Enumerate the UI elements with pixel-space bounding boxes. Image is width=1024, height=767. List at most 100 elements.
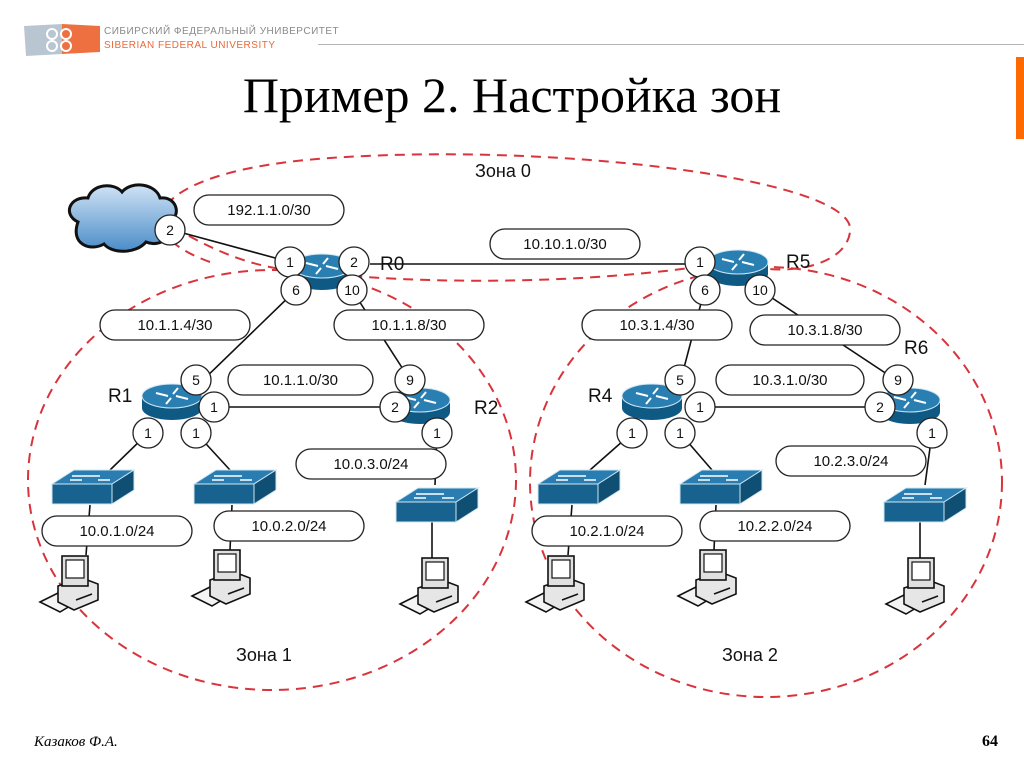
port-r2-2: 2: [379, 391, 411, 423]
zone-0-label: Зона 0: [475, 161, 531, 181]
zone-2-label: Зона 2: [722, 645, 778, 665]
pc-icon[interactable]: [399, 557, 459, 615]
port-circle: [379, 391, 411, 423]
port-circle: [744, 274, 776, 306]
port-circle: [132, 417, 164, 449]
port-number: 10: [752, 282, 768, 298]
network-label-net-r1-lan1: 10.0.1.0/24: [41, 515, 193, 547]
port-number: 1: [433, 425, 441, 441]
switch-icon[interactable]: [193, 469, 277, 505]
header-divider: [318, 44, 1024, 45]
port-number: 1: [696, 254, 704, 270]
network-label-net-r0-r2: 10.1.1.8/30: [333, 309, 485, 341]
switch-icon[interactable]: [395, 487, 479, 523]
port-number: 1: [696, 399, 704, 415]
port-r4-1: 1: [684, 391, 716, 423]
port-r2-1: 1: [421, 417, 453, 449]
network-label-net-r4-r6: 10.3.1.0/30: [715, 364, 865, 396]
port-circle: [280, 274, 312, 306]
switch-icon[interactable]: [679, 469, 763, 505]
network-label-text: 10.1.1.8/30: [371, 317, 446, 334]
port-number: 2: [391, 399, 399, 415]
port-number: 10: [344, 282, 360, 298]
router-r4-label: R4: [588, 386, 613, 407]
network-label-text: 10.3.1.0/30: [752, 372, 827, 389]
university-name-ru: СИБИРСКИЙ ФЕДЕРАЛЬНЫЙ УНИВЕРСИТЕТ: [104, 26, 340, 37]
port-number: 5: [676, 372, 684, 388]
switch-icon[interactable]: [883, 487, 967, 523]
network-label-net-r4-lan2: 10.2.2.0/24: [699, 510, 851, 542]
port-r6-9: 9: [882, 364, 914, 396]
router-r1-label: R1: [108, 386, 132, 407]
port-r6-1: 1: [916, 417, 948, 449]
port-circle: [664, 364, 696, 396]
zone-1-boundary: [27, 269, 517, 691]
network-label-pill: [489, 228, 641, 260]
network-label-text: 10.3.1.4/30: [619, 317, 694, 334]
network-label-text: 10.0.2.0/24: [251, 518, 326, 535]
network-label-pill: [295, 448, 447, 480]
pc-icon[interactable]: [39, 555, 99, 613]
port-r4-1: 1: [616, 417, 648, 449]
port-number: 2: [876, 399, 884, 415]
university-logo: [22, 22, 102, 58]
port-number: 1: [676, 425, 684, 441]
network-label-pill: [715, 364, 865, 396]
port-circle: [882, 364, 914, 396]
port-number: 1: [192, 425, 200, 441]
port-number: 1: [144, 425, 152, 441]
port-circle: [336, 274, 368, 306]
pc-icon[interactable]: [885, 557, 945, 615]
network-label-net-internet: 192.1.1.0/30: [193, 194, 345, 226]
network-label-text: 10.3.1.8/30: [787, 322, 862, 339]
page-number: 64: [982, 733, 998, 750]
port-circle: [180, 364, 212, 396]
port-number: 1: [286, 254, 294, 270]
router-r5-label: R5: [786, 252, 810, 273]
port-r5-6: 6: [689, 274, 721, 306]
network-label-text: 10.0.3.0/24: [333, 456, 408, 473]
network-label-pill: [41, 515, 193, 547]
network-label-text: 10.2.3.0/24: [813, 453, 888, 470]
port-r5-10: 10: [744, 274, 776, 306]
network-label-pill: [581, 309, 733, 341]
network-label-text: 192.1.1.0/30: [227, 202, 310, 219]
network-label-net-r6-lan: 10.2.3.0/24: [775, 445, 927, 477]
port-circle: [916, 417, 948, 449]
port-number: 1: [210, 399, 218, 415]
port-number: 1: [628, 425, 636, 441]
network-label-net-r5-r4: 10.3.1.4/30: [581, 309, 733, 341]
port-circle: [394, 364, 426, 396]
pc-icon[interactable]: [525, 555, 585, 613]
zone-1-label: Зона 1: [236, 645, 292, 665]
port-number: 6: [292, 282, 300, 298]
router-r2-label: R2: [474, 398, 498, 419]
port-r1-5: 5: [180, 364, 212, 396]
network-label-net-r1-r2: 10.1.1.0/30: [227, 364, 374, 396]
port-r1-1: 1: [198, 391, 230, 423]
port-r1-1: 1: [132, 417, 164, 449]
pc-icon[interactable]: [677, 549, 737, 607]
port-r0-2: 2: [338, 246, 370, 278]
router-r6-label: R6: [904, 338, 928, 359]
network-label-net-r4-lan1: 10.2.1.0/24: [531, 515, 683, 547]
port-circle: [689, 274, 721, 306]
network-label-pill: [99, 309, 251, 341]
switch-icon[interactable]: [51, 469, 135, 505]
pc-icon[interactable]: [191, 549, 251, 607]
network-label-pill: [213, 510, 365, 542]
port-r4-1: 1: [664, 417, 696, 449]
port-r1-1: 1: [180, 417, 212, 449]
port-circle: [198, 391, 230, 423]
network-label-pill: [775, 445, 927, 477]
port-r0-10: 10: [336, 274, 368, 306]
network-label-pill: [749, 314, 901, 346]
network-label-text: 10.2.1.0/24: [569, 523, 644, 540]
port-cloud-2: 2: [154, 214, 186, 246]
network-label-text: 10.2.2.0/24: [737, 518, 812, 535]
network-label-net-r2-lan: 10.0.3.0/24: [295, 448, 447, 480]
switch-icon[interactable]: [537, 469, 621, 505]
